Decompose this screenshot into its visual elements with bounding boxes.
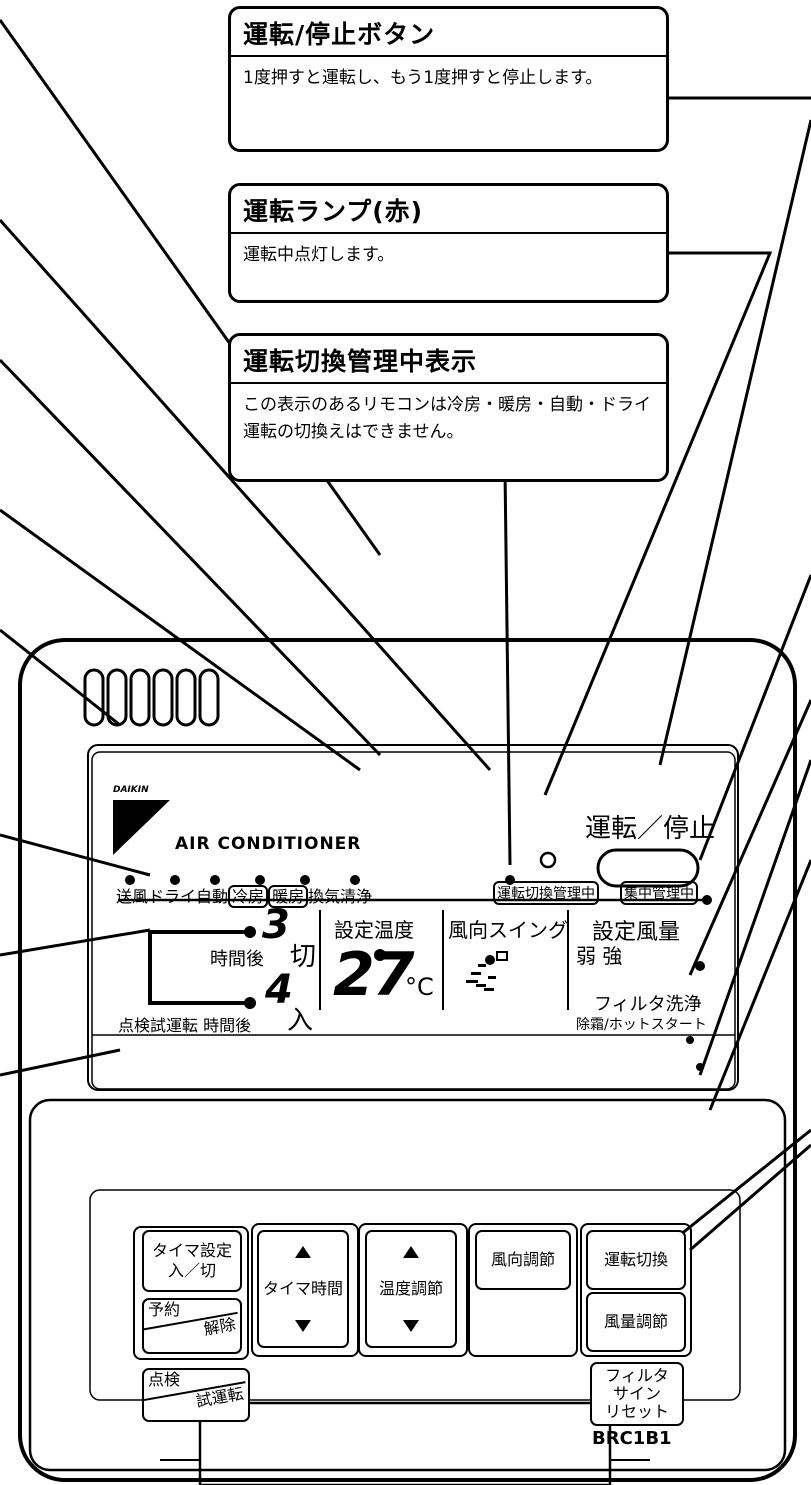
product-name: AIR CONDITIONER [175, 834, 362, 854]
leader-line-3 [0, 358, 382, 757]
mode-heat: 暖房 [268, 885, 309, 908]
leader-line-7 [0, 928, 151, 957]
inspect-label: 点検 [148, 1370, 181, 1389]
central-managed-indicator: 集中管理中 [620, 881, 698, 905]
fan-label: 設定風量 [592, 920, 681, 945]
timer-hours-label: タイマ時間 [262, 1279, 343, 1298]
model-number: BRC1B1 [592, 1428, 672, 1449]
leader-right-1 [698, 574, 811, 861]
hours-after-label: 時間後 [210, 949, 264, 970]
leader-line-5 [0, 628, 121, 727]
direction-adjust-button[interactable]: 風向調節 [475, 1230, 571, 1290]
callout-run-lamp-title: 運転ランプ(赤) [231, 186, 666, 234]
timer-button-group [133, 1226, 249, 1360]
down-arrow-icon [295, 1320, 311, 1332]
mode-fan: 送風 [116, 887, 149, 906]
filter-reset-line3: リセット [604, 1402, 669, 1421]
callout-switch-managed-title: 運転切換管理中表示 [231, 336, 666, 384]
filter-label: フィルタ洗浄 [594, 994, 702, 1015]
mode-switch-label: 運転切換 [603, 1250, 668, 1269]
mode-cool: 冷房 [228, 885, 269, 908]
leader-run-lamp [543, 251, 773, 796]
callout-run-lamp: 運転ランプ(赤) 運転中点灯します。 [228, 183, 669, 303]
switch-managed-indicator: 運転切換管理中 [493, 881, 599, 905]
direction-group [468, 1223, 578, 1357]
callout-run-stop-body: 1度押すと運転し、もう1度押すと停止します。 [243, 68, 603, 88]
leader-switch-managed [503, 469, 512, 866]
callout-switch-managed: 運転切換管理中表示 この表示のあるリモコンは冷房・暖房・自動・ドライ運転の切換え… [228, 333, 669, 482]
set-temp-label: 設定温度 [334, 918, 414, 942]
mode-row: 送風ドライ自動冷房暖房換気清浄 [116, 883, 373, 908]
fan-adjust-button[interactable]: 風量調節 [586, 1292, 686, 1352]
callout-switch-managed-body: この表示のあるリモコンは冷房・暖房・自動・ドライ運転の切換えはできません。 [243, 395, 651, 442]
mode-switch-button[interactable]: 運転切換 [586, 1230, 686, 1290]
reserve-button[interactable]: 予約 解除 [142, 1298, 242, 1354]
leader-line-2 [0, 219, 492, 771]
temp-value: 27 [333, 940, 414, 1010]
mode-auto: 自動 [196, 887, 229, 906]
leader-right-2 [688, 699, 811, 976]
inspection-test-button[interactable]: 点検 試運転 [142, 1368, 250, 1422]
callout-run-stop: 運転/停止ボタン 1度押すと運転し、もう1度押すと停止します。 [228, 6, 669, 152]
up-arrow-icon [403, 1246, 419, 1258]
timer-on-value: 4 [265, 967, 293, 1013]
leader-run-stop-2 [658, 119, 811, 766]
timer-off-value: 3 [262, 902, 290, 948]
brand-logo: DAIKIN [113, 785, 149, 795]
defrost-label: 除霜/ホットスタート [576, 1017, 707, 1033]
temp-unit: °C [405, 973, 434, 1001]
swing-label: 風向スイング [448, 918, 568, 942]
up-arrow-icon [295, 1246, 311, 1258]
down-arrow-icon [403, 1320, 419, 1332]
mode-fan-group [580, 1223, 692, 1357]
direction-adjust-label: 風向調節 [490, 1250, 555, 1269]
run-stop-label: 運転／停止 [585, 814, 716, 844]
mode-ventilation: 換気清浄 [308, 887, 373, 906]
timer-set-line2: 入／切 [167, 1261, 216, 1280]
fan-levels: 弱 強 [576, 944, 623, 968]
temp-adjust-button[interactable]: 温度調節 [365, 1230, 457, 1348]
callout-run-stop-title: 運転/停止ボタン [231, 9, 666, 57]
timer-set-button[interactable]: タイマ設定 入／切 [142, 1230, 242, 1292]
temp-adjust-label: 温度調節 [378, 1279, 443, 1298]
inspection-label: 点検試運転 時間後 [118, 1016, 252, 1035]
leader-right-3 [698, 759, 811, 1076]
reserve-label: 予約 [148, 1300, 181, 1319]
timer-hours-button[interactable]: タイマ時間 [257, 1230, 349, 1348]
filter-reset-line1: フィルタ [605, 1366, 669, 1385]
temp-adjust-group [358, 1223, 468, 1357]
leader-right-6 [689, 1143, 811, 1252]
leader-line-6 [0, 833, 151, 877]
leader-right-5 [679, 1128, 811, 1237]
timer-set-line1: タイマ設定 [151, 1241, 232, 1260]
callout-run-lamp-body: 運転中点灯します。 [243, 245, 395, 265]
timer-on-label: 入 [287, 1006, 314, 1036]
filter-sign-reset-button[interactable]: フィルタ サイン リセット [590, 1362, 684, 1426]
timer-off-label: 切 [290, 942, 317, 972]
fan-adjust-label: 風量調節 [603, 1312, 668, 1331]
filter-reset-line2: サイン [612, 1384, 661, 1403]
mode-dry: ドライ [148, 887, 197, 906]
